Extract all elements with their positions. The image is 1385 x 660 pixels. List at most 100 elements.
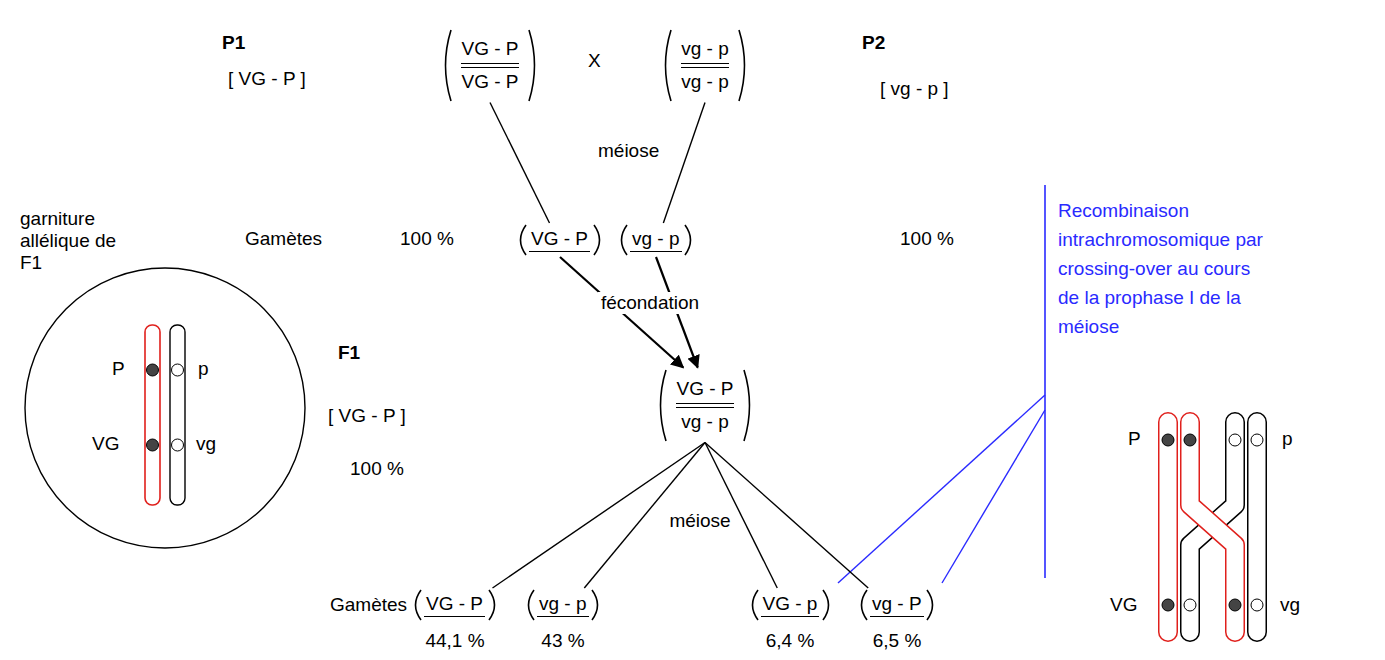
homolog-bar: [681, 63, 729, 68]
genotype-text: vg - p: [537, 593, 589, 617]
percentage: 44,1 %: [425, 630, 484, 652]
allele-dot: [1229, 599, 1241, 611]
allele-dot: [1251, 434, 1263, 446]
parenthesis: [739, 30, 745, 101]
phenotype-label: [ vg - p ]: [880, 78, 949, 100]
row-label: Gamètes: [330, 594, 407, 616]
process-label: méiose: [598, 140, 659, 162]
percentage: 100 %: [900, 228, 954, 250]
process-label: fécondation: [598, 292, 702, 314]
parenthesis: [661, 370, 667, 441]
leader-line: [942, 410, 1045, 583]
recombinant-gamete: VG - p: [746, 588, 835, 622]
parenthesis: [744, 370, 750, 441]
genotype-text: vg - p: [681, 71, 729, 93]
generation-label: F1: [338, 342, 360, 364]
chromatid-fill: [1249, 422, 1266, 632]
parenthesis: [592, 590, 598, 620]
parenthesis: [685, 225, 691, 255]
allele-label: p: [1282, 428, 1293, 450]
parenthesis: [489, 590, 495, 620]
parenthesis: [446, 30, 452, 101]
genotype-text: VG - P: [461, 38, 518, 60]
allele-dot: [1251, 599, 1263, 611]
percentage: 6,4 %: [766, 630, 815, 652]
gamete-genotype: VG - P: [514, 223, 606, 257]
gamete-genotype: vg - p: [615, 223, 697, 257]
genotype-text: vg - P: [870, 593, 924, 617]
crossing-over-figure: [1168, 422, 1257, 632]
genotype-text: vg - p: [681, 38, 729, 60]
percentage: 100 %: [350, 458, 404, 480]
allele-dot: [1184, 599, 1196, 611]
chromosome: [170, 325, 185, 505]
chromatid-outline: [1158, 422, 1178, 632]
parenthesis: [622, 225, 628, 255]
annotation-note: Recombinaison intrachromosomique par cro…: [1058, 196, 1263, 341]
chromatid-outline: [1247, 422, 1267, 632]
allele-dot: [1162, 434, 1174, 446]
allele-set-circle: garniture allélique de F1PVGpvg: [0, 208, 330, 558]
allele-dot: [1229, 434, 1241, 446]
parent-genotype: VG - P VG - P: [439, 28, 541, 103]
circle-outline: [0, 208, 330, 558]
allele-dot: [1184, 434, 1196, 446]
allele-dot: [147, 364, 159, 376]
gamete-genotype: vg - p: [522, 588, 604, 622]
generation-label: P1: [222, 32, 245, 54]
parenthesis: [666, 30, 672, 101]
allele-label: vg: [1280, 594, 1300, 616]
parenthesis: [594, 225, 600, 255]
parenthesis: [823, 590, 829, 620]
parenthesis: [862, 590, 868, 620]
chromatid-fill: [1190, 422, 1235, 632]
leader-line: [838, 395, 1045, 583]
parenthesis: [529, 30, 535, 101]
lineage-line: [663, 103, 705, 224]
allele-dot: [172, 439, 184, 451]
parenthesis: [521, 225, 527, 255]
allele-dot: [172, 364, 184, 376]
genotype-text: VG - p: [761, 593, 820, 617]
genotype-text: vg - p: [681, 411, 729, 433]
percentage: 100 %: [400, 228, 454, 250]
allele-dot: [147, 439, 159, 451]
allele-label: P: [1128, 428, 1141, 450]
chromosome: [145, 325, 160, 505]
recombinant-gamete: vg - P: [855, 588, 939, 622]
allele-label: VG: [1110, 594, 1137, 616]
parent-genotype: vg - p vg - p: [659, 28, 751, 103]
genotype-text: VG - P: [424, 593, 485, 617]
parenthesis: [529, 590, 535, 620]
chromatid-fill: [1190, 422, 1235, 632]
parenthesis: [752, 590, 758, 620]
allele-label: P: [112, 358, 125, 380]
row-label: Gamètes: [245, 228, 322, 250]
annotation-bracket: [1044, 185, 1046, 578]
parenthesis: [927, 590, 933, 620]
hybrid-genotype: VG - P vg - p: [654, 368, 756, 443]
generation-label: P2: [862, 32, 885, 54]
allele-label: vg: [196, 433, 216, 455]
cell-circle: [25, 268, 305, 548]
gamete-genotype: VG - P: [409, 588, 501, 622]
parenthesis: [416, 590, 422, 620]
chromatid-outline: [1190, 422, 1235, 632]
chromatid-outline: [1190, 422, 1235, 632]
homolog-bar: [676, 403, 734, 408]
genotype-text: VG - P: [676, 378, 733, 400]
lineage-line: [490, 103, 550, 224]
genotype-text: VG - P: [529, 228, 590, 252]
allele-dots: [1162, 434, 1263, 611]
chromatid-fill: [1160, 422, 1177, 632]
cross-symbol: X: [588, 50, 601, 72]
allele-label: p: [198, 358, 209, 380]
genotype-text: VG - P: [461, 71, 518, 93]
phenotype-label: [ VG - P ]: [228, 68, 306, 90]
allele-label: VG: [92, 433, 119, 455]
process-label: méiose: [669, 510, 730, 532]
genotype-text: vg - p: [630, 228, 682, 252]
